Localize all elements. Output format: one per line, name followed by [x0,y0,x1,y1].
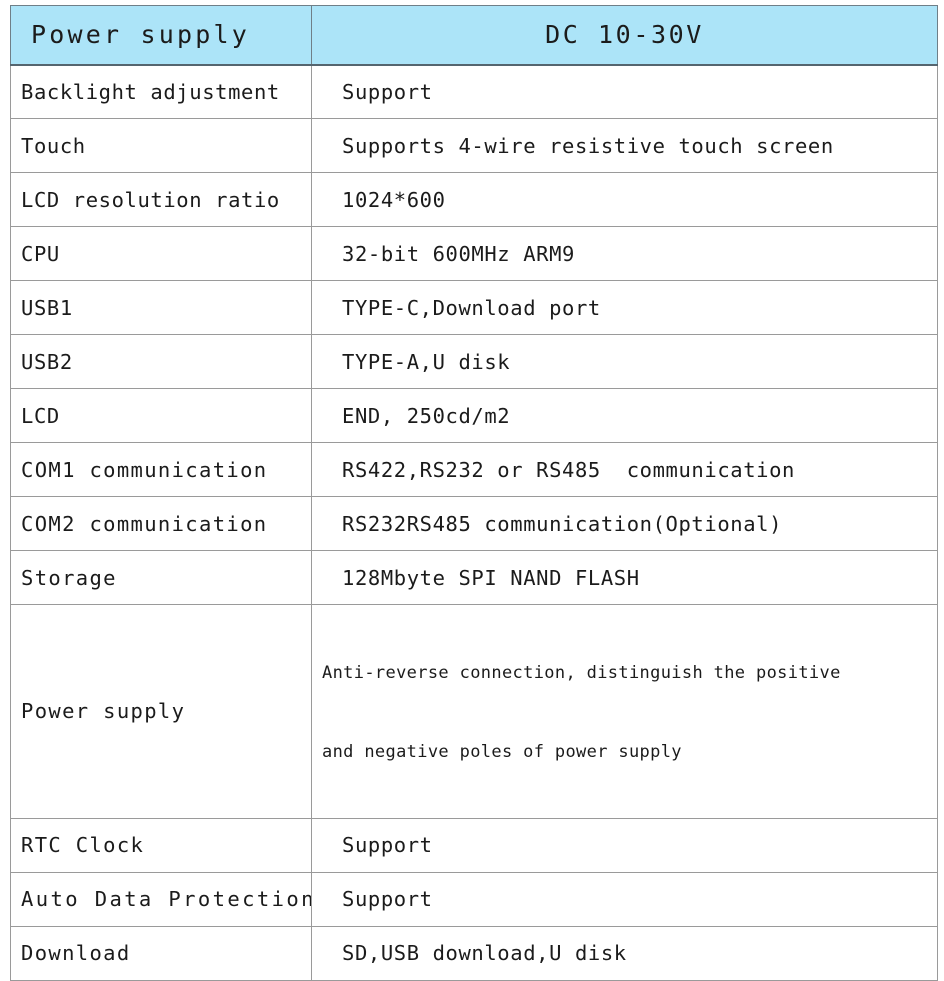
label-rtc-clock: RTC Clock [10,817,312,873]
value-power-supply-line-1: Anti-reverse connection, distinguish the… [322,662,841,683]
value-usb1: TYPE-C,Download port [311,280,938,335]
label-download: Download [10,925,312,981]
table-header-row: Power supply DC 10-30V [10,5,938,66]
table-row: USB2 TYPE-A,U disk [10,334,938,389]
table-row: COM1 communication RS422,RS232 or RS485 … [10,442,938,497]
table-row: Power supply Anti-reverse connection, di… [10,604,938,819]
value-lcd: END, 250cd/m2 [311,388,938,443]
table-row: USB1 TYPE-C,Download port [10,280,938,335]
label-lcd: LCD [10,388,312,443]
label-cpu: CPU [10,226,312,281]
label-power-supply: Power supply [10,604,312,819]
table-row: LCD resolution ratio 1024*600 [10,172,938,227]
table-row: Backlight adjustment Support [10,64,938,119]
product-specification-table: Power supply DC 10-30V Backlight adjustm… [10,5,938,981]
value-usb2: TYPE-A,U disk [311,334,938,389]
value-power-supply-line-2: and negative poles of power supply [322,741,682,762]
value-storage: 128Mbyte SPI NAND FLASH [311,550,938,605]
label-usb1: USB1 [10,280,312,335]
value-touch: Supports 4-wire resistive touch screen [311,118,938,173]
value-rtc-clock: Support [311,817,938,873]
table-row: Touch Supports 4-wire resistive touch sc… [10,118,938,173]
value-power-supply: Anti-reverse connection, distinguish the… [311,604,938,819]
table-row: CPU 32-bit 600MHz ARM9 [10,226,938,281]
label-auto-data-protection: Auto Data Protection [10,871,312,927]
value-com2-communication: RS232RS485 communication(Optional) [311,496,938,551]
header-value-dc-range: DC 10-30V [311,5,938,66]
table-row: COM2 communication RS232RS485 communicat… [10,496,938,551]
table-row: RTC Clock Support [10,817,938,873]
table-row: LCD END, 250cd/m2 [10,388,938,443]
value-backlight-adjustment: Support [311,64,938,119]
spec-table-container: Power supply DC 10-30V Backlight adjustm… [10,5,938,981]
label-storage: Storage [10,550,312,605]
label-touch: Touch [10,118,312,173]
value-download: SD,USB download,U disk [311,925,938,981]
value-cpu: 32-bit 600MHz ARM9 [311,226,938,281]
table-row: Storage 128Mbyte SPI NAND FLASH [10,550,938,605]
value-auto-data-protection: Support [311,871,938,927]
value-lcd-resolution-ratio: 1024*600 [311,172,938,227]
value-com1-communication: RS422,RS232 or RS485 communication [311,442,938,497]
label-usb2: USB2 [10,334,312,389]
label-backlight-adjustment: Backlight adjustment [10,64,312,119]
label-com2-communication: COM2 communication [10,496,312,551]
label-lcd-resolution-ratio: LCD resolution ratio [10,172,312,227]
header-label-power-supply: Power supply [10,5,312,66]
table-row: Auto Data Protection Support [10,871,938,927]
table-row: Download SD,USB download,U disk [10,925,938,981]
label-com1-communication: COM1 communication [10,442,312,497]
